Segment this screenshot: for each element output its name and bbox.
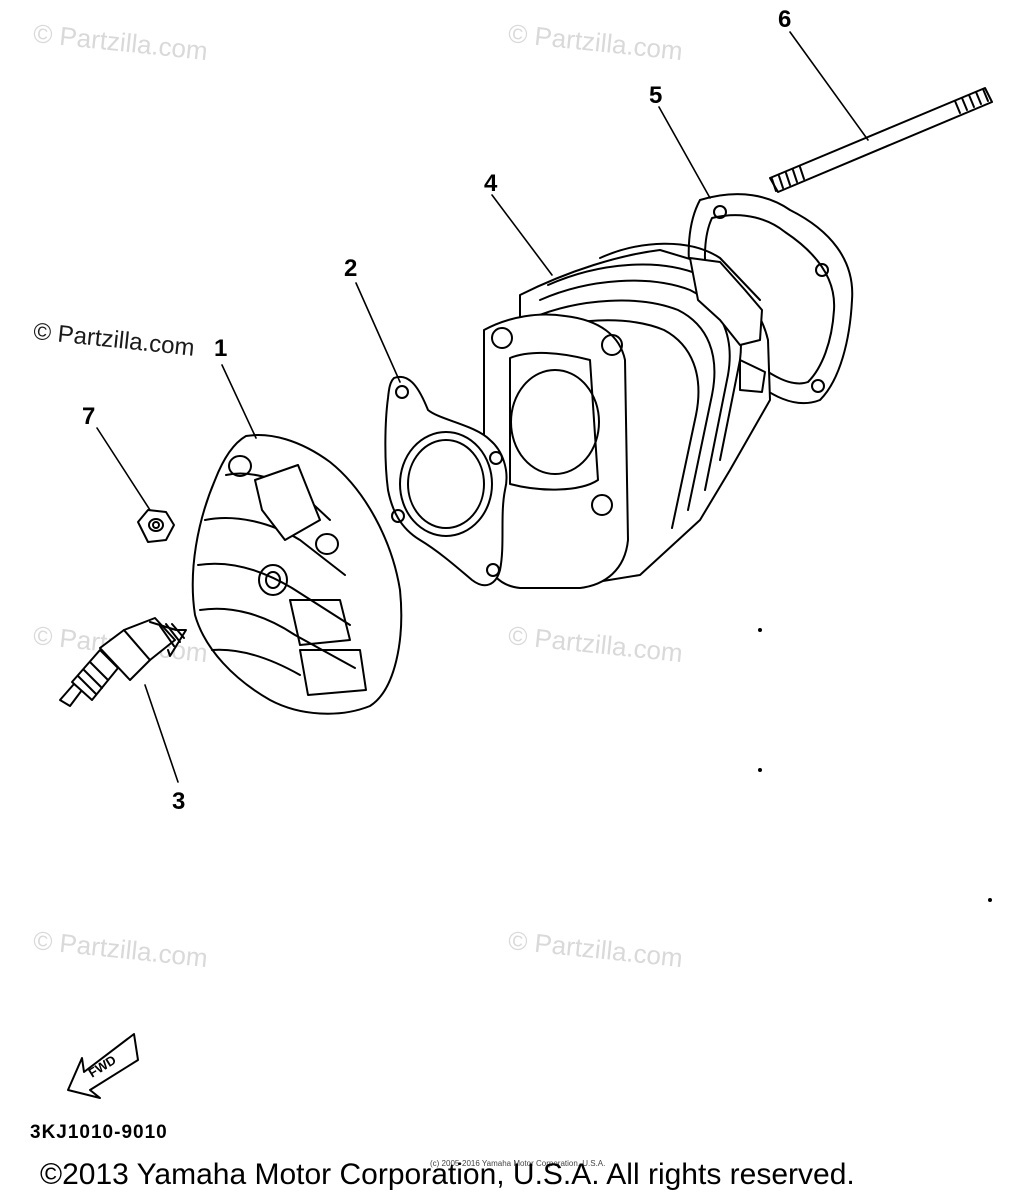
callout-1: 1 [214,335,228,362]
callout-5: 5 [649,82,663,109]
copyright-notice: ©2013 Yamaha Motor Corporation, U.S.A. A… [40,1158,855,1191]
fine-print: (c) 2005-2016 Yamaha Motor Corporation, … [430,1159,606,1168]
forward-arrow-icon [67,1033,139,1099]
cylinder-part [481,242,771,589]
stud-bolt-part [769,87,993,193]
callout-leaders [96,31,869,783]
callout-4: 4 [484,170,498,197]
cylinder-head-part [191,434,403,715]
callout-3: 3 [172,788,186,815]
spark-plug-part [59,617,187,707]
callout-7: 7 [82,403,96,430]
nut-part [137,509,175,543]
callout-6: 6 [778,6,792,33]
callout-2: 2 [344,255,358,282]
diagram-code: 3KJ1010-9010 [30,1122,168,1143]
head-gasket-part [384,375,508,587]
